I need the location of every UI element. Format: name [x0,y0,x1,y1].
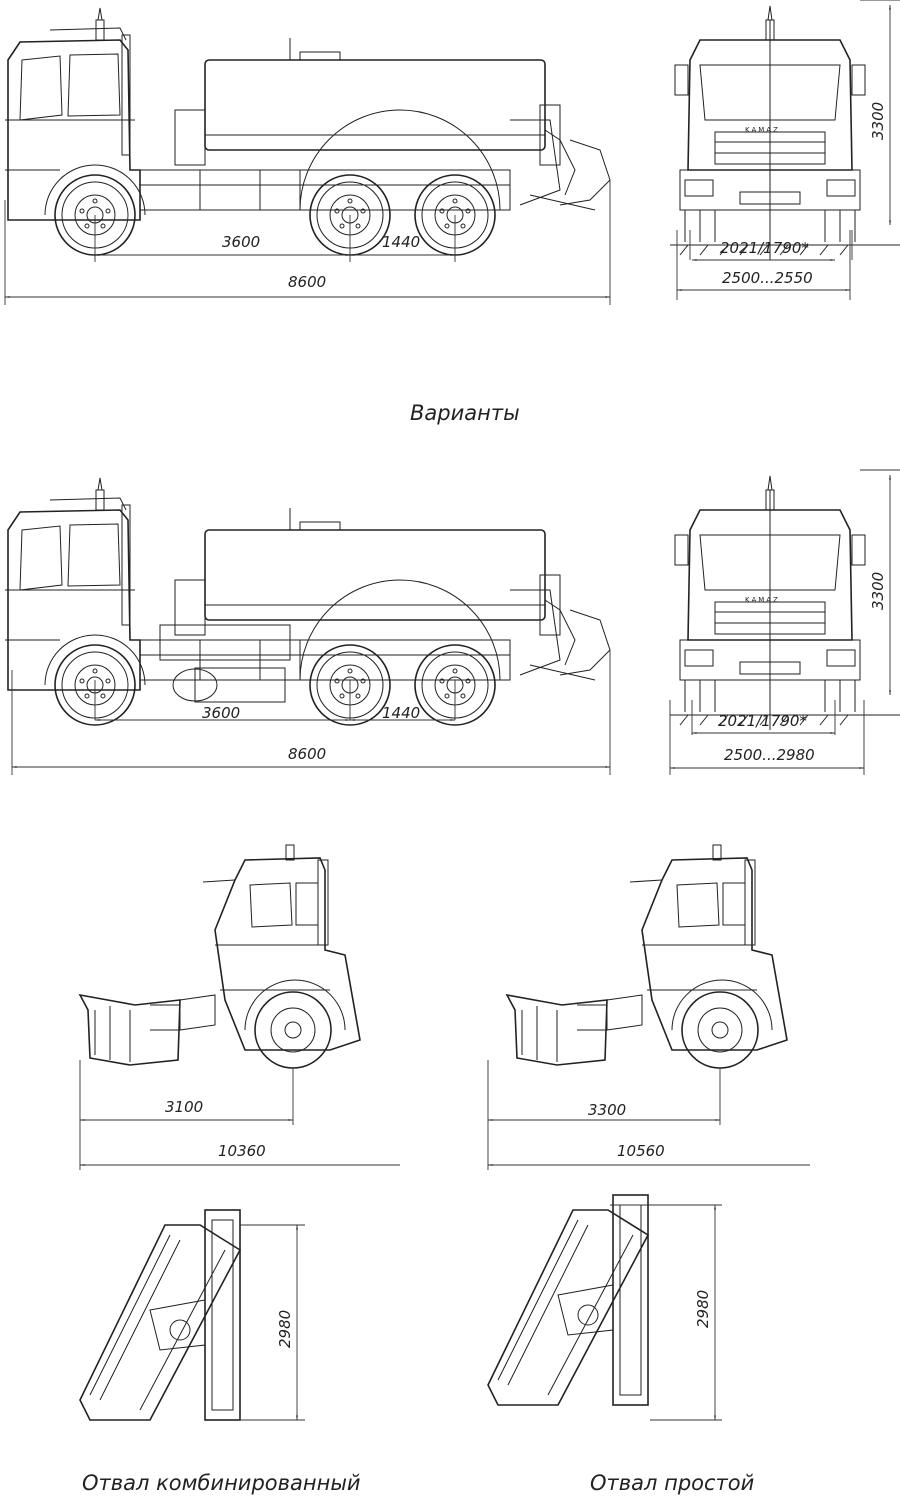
blade-combined-view [79,1209,305,1421]
dim-length-top: 8600 [288,273,326,291]
dimensions-top [4,0,900,305]
dim-track-variant: 2021/1790* [718,712,807,730]
plow-truck-combined [79,844,361,1069]
dim-height-top: 3300 [869,102,887,140]
dim-overhang-simple: 3300 [588,1101,626,1119]
kamaz-logo: KAMAZ [745,126,780,134]
dim-height-variant: 3300 [869,572,887,610]
caption-simple-blade: Отвал простой [590,1471,754,1495]
dim-bogie-variant: 1440 [382,704,420,722]
dim-length-combined: 10360 [218,1142,266,1160]
dim-bogie-top: 1440 [382,233,420,251]
dimensions-variant [11,469,900,775]
plow-truck-simple [506,844,788,1069]
dim-wheelbase-variant: 3600 [202,704,240,722]
kamaz-logo-variant: KAMAZ [745,596,780,604]
dim-width-top: 2500...2550 [722,269,813,287]
truck-side-view-variant [5,478,610,725]
dim-overhang-combined: 3100 [165,1098,203,1116]
dimensions-plow [79,1060,810,1170]
blade-simple-view [487,1194,722,1421]
dim-blade-simple: 2980 [694,1290,712,1328]
truck-side-view-top [5,8,610,255]
section-title: Варианты [410,401,520,425]
dim-wheelbase-top: 3600 [222,233,260,251]
truck-front-view-top [669,5,900,261]
dim-length-variant: 8600 [288,745,326,763]
dim-width-variant: 2500...2980 [724,746,815,764]
dim-length-simple: 10560 [617,1142,665,1160]
dim-track-top: 2021/1790* [720,239,809,257]
truck-front-view-variant [669,475,900,731]
caption-combined-blade: Отвал комбинированный [82,1471,361,1495]
dim-blade-combined: 2980 [276,1310,294,1348]
